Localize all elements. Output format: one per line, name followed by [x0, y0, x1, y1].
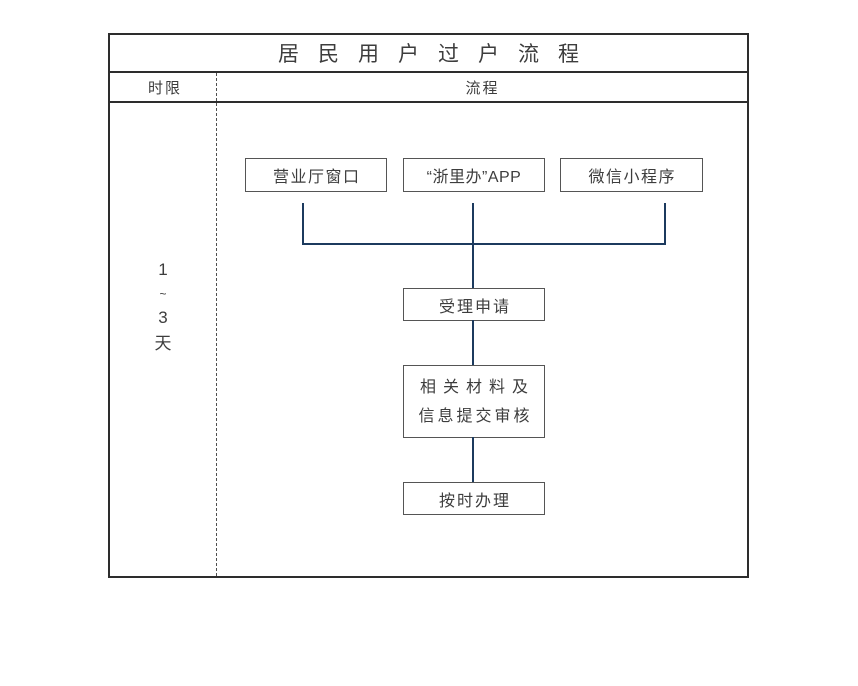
step-box-materials-review: 相关材料及 信息提交审核 [403, 365, 545, 438]
header-row: 时限 流程 [110, 73, 747, 103]
connector-vertical-left [302, 203, 304, 244]
step-box-accept-application: 受理申请 [403, 288, 545, 321]
connector-vertical-right [664, 203, 666, 244]
time-limit-char: 天 [154, 334, 172, 353]
channel-box-wechat-miniprogram: 微信小程序 [560, 158, 703, 192]
channel-box-service-hall: 营业厅窗口 [245, 158, 387, 192]
step-box-materials-review-line2: 信息提交审核 [418, 407, 533, 425]
column-header-process: 流程 [465, 79, 500, 97]
title-row: 居民用户过户流程 [110, 35, 747, 73]
column-divider-dashed-line [216, 73, 217, 576]
column-header-time: 时限 [147, 79, 182, 97]
flowchart-title: 居民用户过户流程 [278, 43, 598, 66]
connector-vertical-center [472, 203, 474, 288]
time-limit-label: 1 ~ 3 天 [110, 257, 216, 357]
connector-horizontal-merge [302, 243, 666, 245]
connector-step2-to-step3 [472, 437, 474, 482]
step-box-materials-review-line1: 相关材料及 [419, 378, 535, 396]
time-limit-tilde: ~ [159, 287, 167, 301]
step-box-process-on-time: 按时办理 [403, 482, 545, 515]
channel-box-zheliban-app: “浙里办”APP [403, 158, 545, 192]
time-limit-char: 1 [158, 260, 168, 279]
flowchart-frame: 居民用户过户流程 时限 流程 1 ~ 3 天 营业厅窗口 “浙里办”APP 微信… [108, 33, 749, 578]
time-limit-char: 3 [158, 308, 168, 327]
connector-step1-to-step2 [472, 320, 474, 365]
